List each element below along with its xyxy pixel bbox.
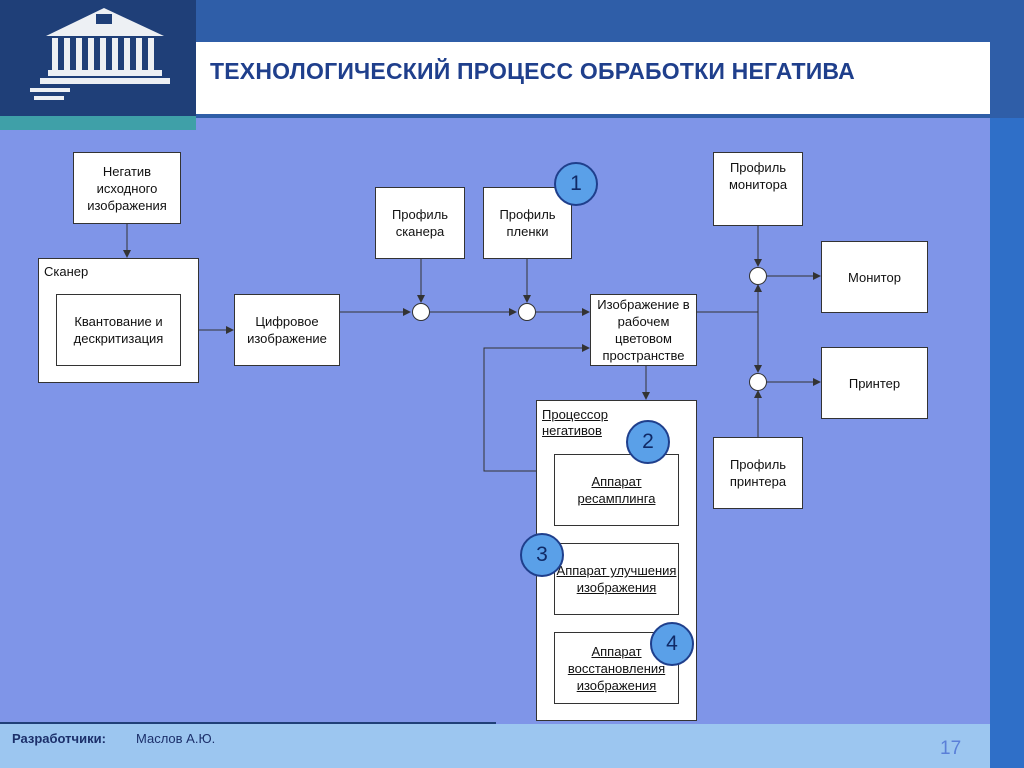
junction-node: [412, 303, 430, 321]
junction-node: [518, 303, 536, 321]
footer-divider: [0, 722, 496, 724]
logo-panel: [0, 0, 196, 116]
digital-image-label: Цифровое изображение: [247, 314, 327, 346]
working-space-box: Изображение в рабочем цветовом пространс…: [590, 294, 697, 366]
junction-node: [749, 373, 767, 391]
scanner-profile-box: Профиль сканера: [375, 187, 465, 259]
step-badge-1: 1: [554, 162, 598, 206]
junction-node: [749, 267, 767, 285]
page-number: 17: [940, 738, 962, 759]
quantization-box: Квантование и дескритизация: [56, 294, 181, 366]
printer-profile-box: Профиль принтера: [713, 437, 803, 509]
negative-source-box: Негатив исходного изображения: [73, 152, 181, 224]
university-building-logo: [30, 8, 170, 100]
step-badge-2: 2: [626, 420, 670, 464]
scanner-label: Сканер: [44, 264, 89, 279]
monitor-label: Монитор: [848, 269, 901, 285]
negative-processor-label: Процессор негативов: [542, 407, 608, 438]
film-profile-label: Профиль пленки: [499, 207, 556, 239]
monitor-box: Монитор: [821, 241, 928, 313]
printer-label: Принтер: [848, 375, 901, 391]
digital-image-box: Цифровое изображение: [234, 294, 340, 366]
slide-title: ТЕХНОЛОГИЧЕСКИЙ ПРОЦЕСС ОБРАБОТКИ НЕГАТИ…: [210, 58, 855, 84]
enhancement-label: Аппарат улучшения изображения: [556, 563, 677, 595]
printer-box: Принтер: [821, 347, 928, 419]
enhancement-box: Аппарат улучшения изображения: [554, 543, 679, 615]
monitor-profile-box: Профиль монитора: [713, 152, 803, 226]
negative-source-label: Негатив исходного изображения: [87, 163, 167, 213]
quantization-label: Квантование и дескритизация: [73, 314, 164, 346]
film-profile-box: Профиль пленки: [483, 187, 572, 259]
restoration-box: Аппарат восстановления изображения: [554, 632, 679, 704]
footer-bar: [0, 724, 990, 768]
title-panel: [196, 42, 990, 114]
scanner-profile-label: Профиль сканера: [391, 207, 449, 239]
developers-name: Маслов А.Ю.: [136, 731, 216, 746]
developers-label: Разработчики:: [12, 731, 106, 746]
monitor-profile-label: Профиль монитора: [728, 160, 788, 192]
printer-profile-label: Профиль принтера: [729, 457, 787, 489]
step-badge-4: 4: [650, 622, 694, 666]
accent-bar: [0, 116, 196, 130]
resampling-label: Аппарат ресамплинга: [577, 474, 656, 506]
working-space-label: Изображение в рабочем цветовом пространс…: [597, 297, 690, 363]
right-decor-strip: [990, 118, 1024, 768]
resampling-box: Аппарат ресамплинга: [554, 454, 679, 526]
restoration-label: Аппарат восстановления изображения: [567, 643, 666, 693]
step-badge-3: 3: [520, 533, 564, 577]
